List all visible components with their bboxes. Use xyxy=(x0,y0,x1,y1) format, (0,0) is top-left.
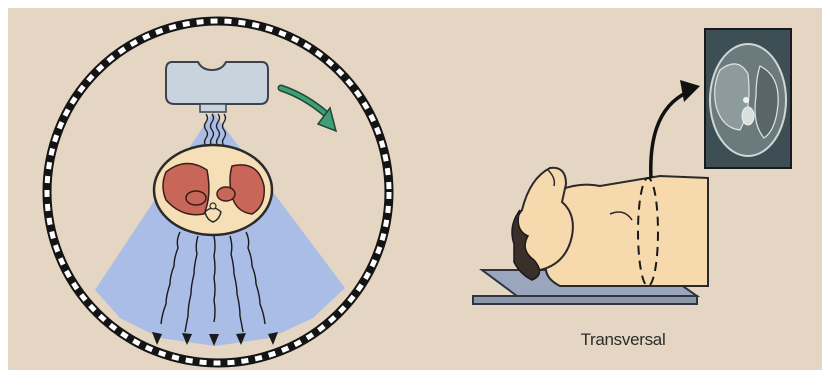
tube-collimator xyxy=(200,104,226,112)
left-kidney xyxy=(217,187,235,201)
view-caption: Transversal xyxy=(568,330,678,350)
right-kidney xyxy=(186,191,206,205)
table-edge xyxy=(473,296,697,304)
ct-aorta xyxy=(743,97,749,103)
ct-slice-image xyxy=(705,29,791,168)
ct-vertebra xyxy=(742,107,754,125)
body-cross-section xyxy=(154,145,272,235)
aorta xyxy=(210,203,216,209)
